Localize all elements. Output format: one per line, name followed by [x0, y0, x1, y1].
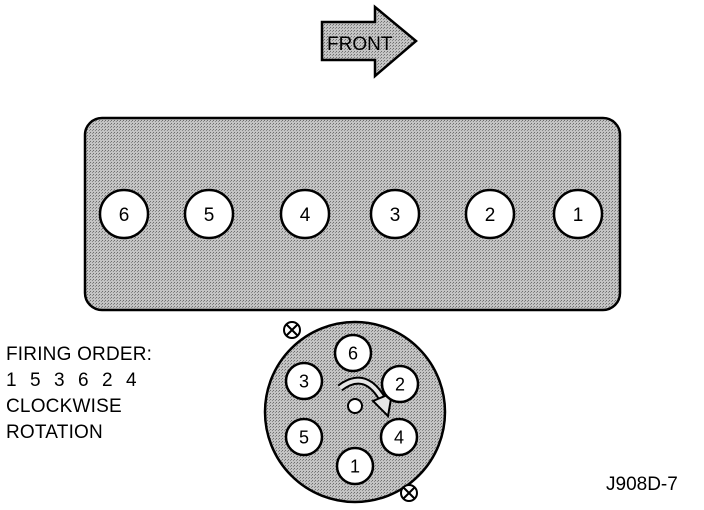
hold-down-screw-icon — [283, 321, 301, 339]
cap-terminal-3: 3 — [284, 361, 324, 401]
cylinder-4: 4 — [279, 188, 331, 240]
cylinder-2-number: 2 — [485, 205, 496, 226]
firing-sequence-item: 4 — [126, 370, 137, 391]
figure-code: J908D-7 — [606, 474, 678, 495]
cylinder-1: 1 — [552, 188, 604, 240]
firing-sequence-item: 3 — [54, 370, 65, 391]
cylinder-6-number: 6 — [119, 205, 130, 226]
cap-terminal-6-number: 6 — [348, 343, 358, 363]
rotor-arrow-icon — [337, 376, 394, 419]
cap-terminal-1: 1 — [335, 446, 375, 486]
cap-terminal-5-number: 5 — [299, 427, 309, 447]
cylinder-6: 6 — [98, 188, 150, 240]
cap-terminal-3-number: 3 — [299, 371, 309, 391]
rotor-hub — [347, 398, 363, 414]
cylinder-row: 6 5 4 3 2 1 — [98, 188, 604, 240]
cap-terminal-6: 6 — [333, 333, 373, 373]
cylinder-5-number: 5 — [204, 205, 215, 226]
cap-terminals: 6 2 4 1 5 3 — [284, 333, 420, 486]
firing-sequence-item: 2 — [102, 370, 113, 391]
rotation-line-1: CLOCKWISE — [6, 396, 122, 417]
firing-sequence-item: 5 — [30, 370, 41, 391]
cap-terminal-2-number: 2 — [395, 374, 405, 394]
cap-terminal-4: 4 — [379, 417, 419, 457]
front-label: FRONT — [327, 34, 393, 55]
distributor-cap: 6 2 4 1 5 3 — [263, 320, 447, 504]
cylinder-4-number: 4 — [300, 205, 311, 226]
front-arrow: FRONT — [320, 4, 418, 79]
hold-down-screw-icon — [400, 484, 418, 502]
engine-block: 6 5 4 3 2 1 — [83, 116, 622, 312]
cap-terminal-5: 5 — [284, 417, 324, 457]
cap-terminal-2: 2 — [380, 364, 420, 404]
cylinder-2: 2 — [464, 188, 516, 240]
cap-terminal-4-number: 4 — [394, 427, 404, 447]
cylinder-5: 5 — [183, 188, 235, 240]
cylinder-3: 3 — [369, 188, 421, 240]
firing-sequence-item: 1 — [6, 370, 17, 391]
cylinder-3-number: 3 — [390, 205, 401, 226]
cap-terminal-1-number: 1 — [350, 456, 360, 476]
rotation-line-2: ROTATION — [6, 422, 103, 443]
cylinder-1-number: 1 — [573, 205, 584, 226]
firing-order-heading: FIRING ORDER: — [6, 344, 153, 365]
firing-sequence-item: 6 — [78, 370, 89, 391]
